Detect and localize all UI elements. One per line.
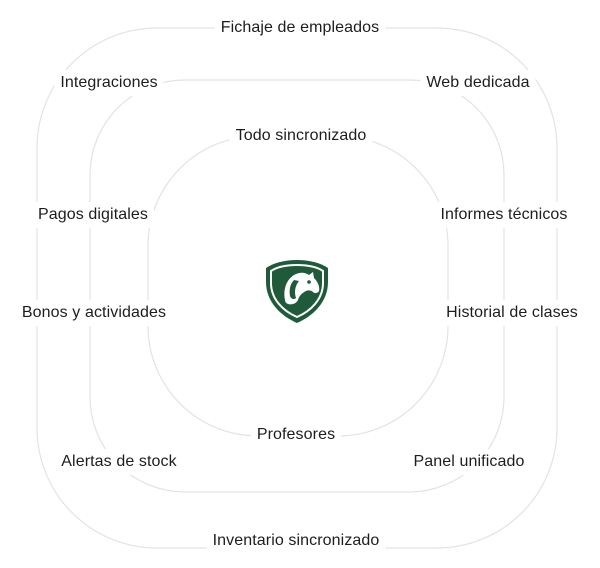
horse-mane-icon [289,280,299,300]
feature-label-inventario-sincronizado: Inventario sincronizado [206,528,386,554]
feature-label-integraciones: Integraciones [54,70,164,96]
horse-eye-icon [307,280,311,284]
feature-label-informes-tecnicos: Informes técnicos [434,202,574,228]
feature-label-todo-sincronizado: Todo sincronizado [229,123,373,149]
feature-label-panel-unificado: Panel unificado [407,449,531,475]
feature-label-web-dedicada: Web dedicada [420,70,536,96]
feature-label-alertas-stock: Alertas de stock [55,449,183,475]
feature-label-profesores: Profesores [250,422,342,448]
feature-label-bonos-actividades: Bonos y actividades [15,300,173,326]
feature-label-pagos-digitales: Pagos digitales [31,202,155,228]
horse-shield-logo [266,260,328,323]
feature-label-fichaje: Fichaje de empleados [214,15,386,41]
shield-inner-line-icon [270,263,324,319]
middle-ring [89,79,505,493]
feature-label-historial-clases: Historial de clases [440,300,584,326]
